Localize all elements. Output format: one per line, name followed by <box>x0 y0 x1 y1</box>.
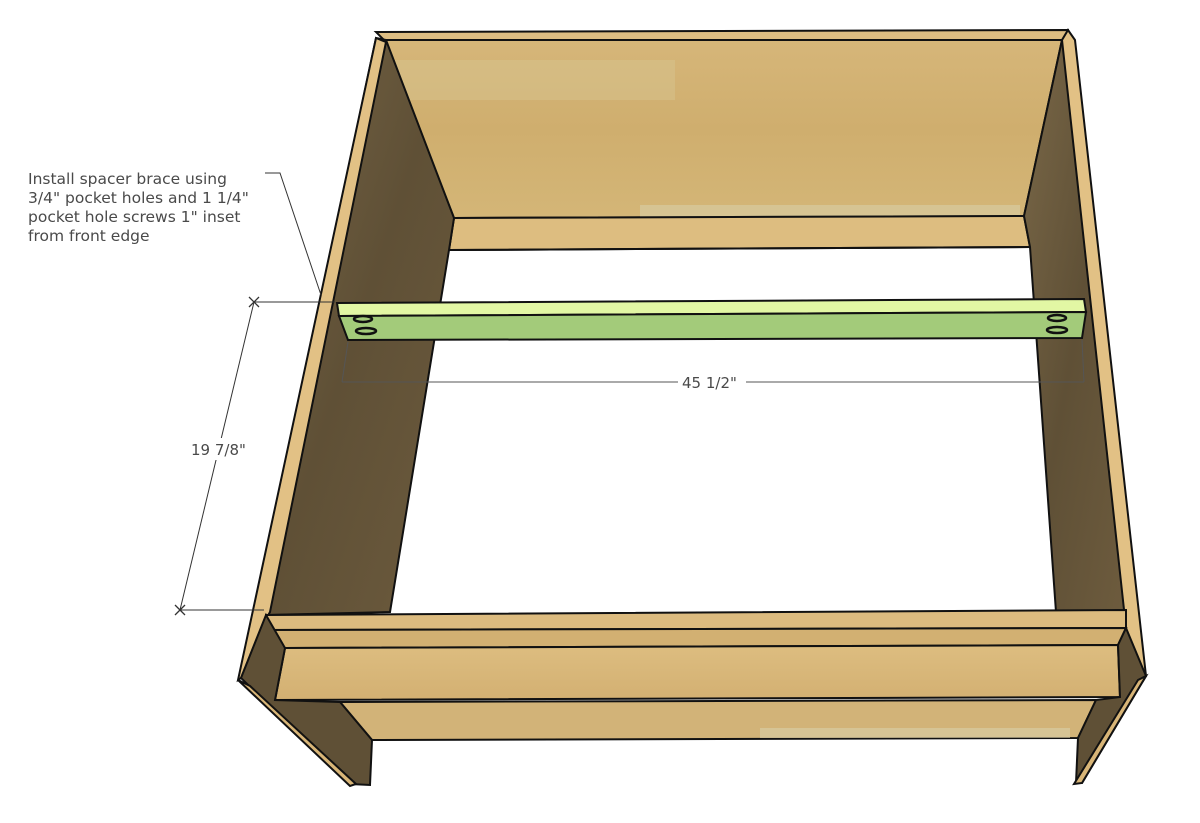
instruction-note: Install spacer brace using 3/4" pocket h… <box>28 170 288 246</box>
width-dimension-label: 45 1/2" <box>682 374 737 392</box>
right-front-leg <box>1072 625 1149 786</box>
annotation-leader-line <box>265 172 322 296</box>
front-face-board <box>273 643 1122 702</box>
depth-dimension: 19 7/8" <box>174 296 335 616</box>
left-side-panel <box>236 36 456 683</box>
back-stretcher <box>447 214 1032 252</box>
front-top-rail <box>263 608 1128 650</box>
spacer-brace <box>335 297 1088 342</box>
lower-panel <box>337 698 1098 742</box>
depth-dimension-label: 19 7/8" <box>191 441 246 459</box>
instruction-line: pocket hole screws 1" inset <box>28 208 241 226</box>
pocket-hole-icon <box>352 313 1069 336</box>
right-side-panel <box>1022 28 1148 682</box>
instruction-line: Install spacer brace using <box>28 170 227 188</box>
instruction-line: from front edge <box>28 227 150 245</box>
width-dimension: 45 1/2" <box>341 339 1085 392</box>
back-panel <box>373 28 1071 220</box>
instruction-line: 3/4" pocket holes and 1 1/4" <box>28 189 249 207</box>
left-front-leg <box>237 612 374 788</box>
